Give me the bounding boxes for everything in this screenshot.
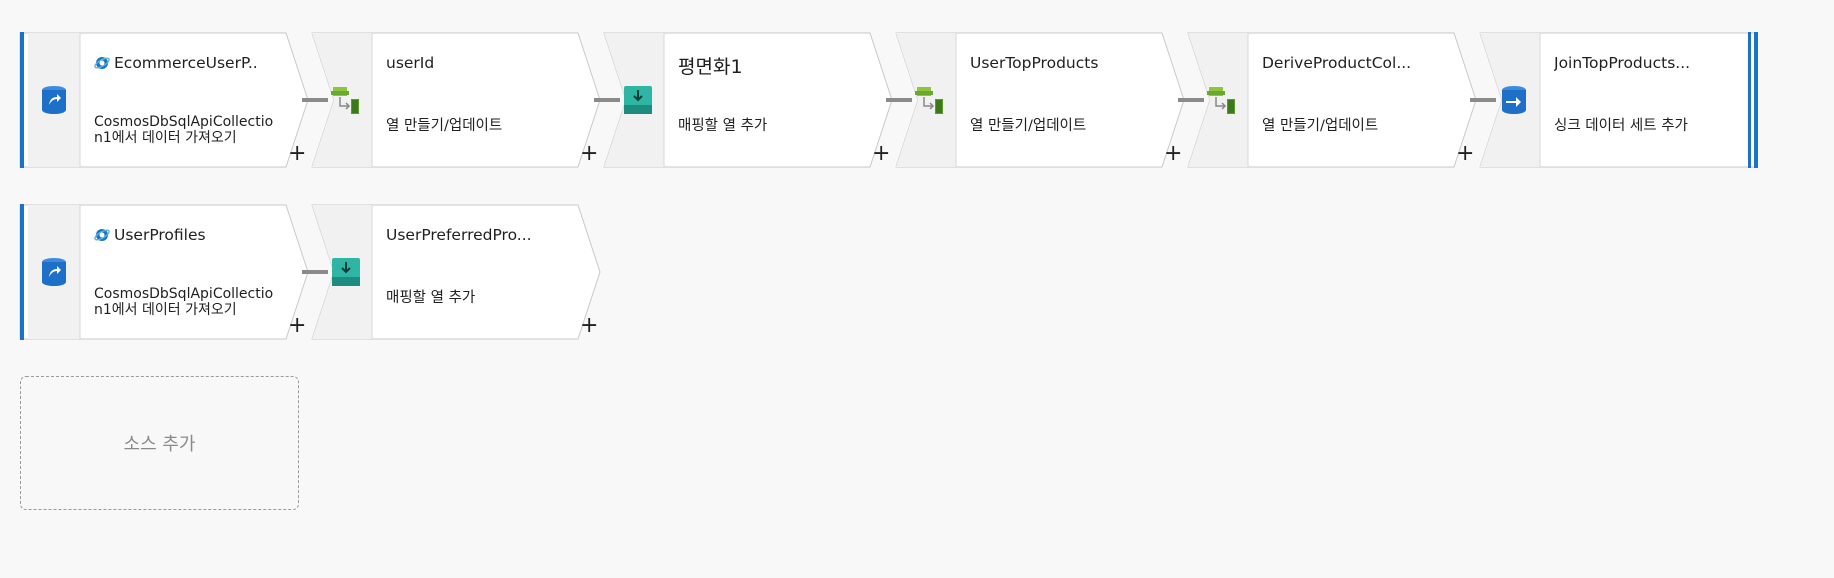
add-transform-button[interactable]: + [288, 313, 307, 338]
node-title: UserPreferredPro... [386, 226, 532, 244]
node-title: DeriveProductCol... [1262, 54, 1412, 72]
add-transform-button[interactable]: + [872, 141, 891, 166]
node-description: 열 만들기/업데이트 [1262, 118, 1379, 134]
node-title: UserProfiles [114, 226, 206, 244]
node-sink-jointopproducts[interactable]: JoinTopProducts... 싱크 데이터 세트 추가 [1479, 32, 1760, 168]
node-description: 싱크 데이터 세트 추가 [1554, 118, 1688, 134]
node-description: CosmosDbSqlApiCollection1에서 데이터 가져오기 [94, 286, 274, 318]
connector [302, 98, 328, 102]
add-transform-button[interactable]: + [580, 313, 599, 338]
node-description: 매핑할 열 추가 [678, 118, 768, 134]
connector [1470, 98, 1496, 102]
node-derive-userid[interactable]: userId 열 만들기/업데이트 [311, 32, 601, 168]
derived-column-icon [320, 33, 372, 167]
node-title: EcommerceUserP.. [114, 54, 258, 72]
add-transform-button[interactable]: + [580, 141, 599, 166]
node-title: userId [386, 54, 435, 72]
add-source-button[interactable]: 소스 추가 [20, 376, 299, 510]
derived-column-icon [1196, 33, 1248, 167]
add-transform-button[interactable]: + [288, 141, 307, 166]
flatten-icon [612, 33, 664, 167]
connector [302, 270, 328, 274]
source-icon [28, 33, 80, 167]
node-description: 열 만들기/업데이트 [970, 118, 1087, 134]
node-derive-productcol[interactable]: DeriveProductCol... 열 만들기/업데이트 [1187, 32, 1477, 168]
node-title: JoinTopProducts... [1554, 54, 1691, 72]
flatten-icon [320, 205, 372, 339]
cosmos-db-icon [94, 55, 110, 71]
connector [1178, 98, 1204, 102]
add-transform-button[interactable]: + [1164, 141, 1183, 166]
source-icon [28, 205, 80, 339]
node-description: 매핑할 열 추가 [386, 290, 476, 306]
add-source-label: 소스 추가 [123, 434, 196, 455]
node-description: 열 만들기/업데이트 [386, 118, 503, 134]
node-title: 평면화1 [678, 56, 743, 78]
node-source-ecommerce[interactable]: EcommerceUserP.. CosmosDbSqlApiCollectio… [19, 32, 309, 168]
add-transform-button[interactable]: + [1456, 141, 1475, 166]
node-derive-usertopproducts[interactable]: UserTopProducts 열 만들기/업데이트 [895, 32, 1185, 168]
node-title: UserTopProducts [970, 54, 1099, 72]
node-flatten-1[interactable]: 평면화1 매핑할 열 추가 [603, 32, 893, 168]
node-source-userprofiles[interactable]: UserProfiles CosmosDbSqlApiCollection1에서… [19, 204, 309, 340]
connector [594, 98, 620, 102]
node-flatten-userpreferred[interactable]: UserPreferredPro... 매핑할 열 추가 [311, 204, 601, 340]
sink-icon [1488, 33, 1540, 167]
connector [886, 98, 912, 102]
node-description: CosmosDbSqlApiCollection1에서 데이터 가져오기 [94, 114, 274, 146]
cosmos-db-icon [94, 227, 110, 243]
derived-column-icon [904, 33, 956, 167]
